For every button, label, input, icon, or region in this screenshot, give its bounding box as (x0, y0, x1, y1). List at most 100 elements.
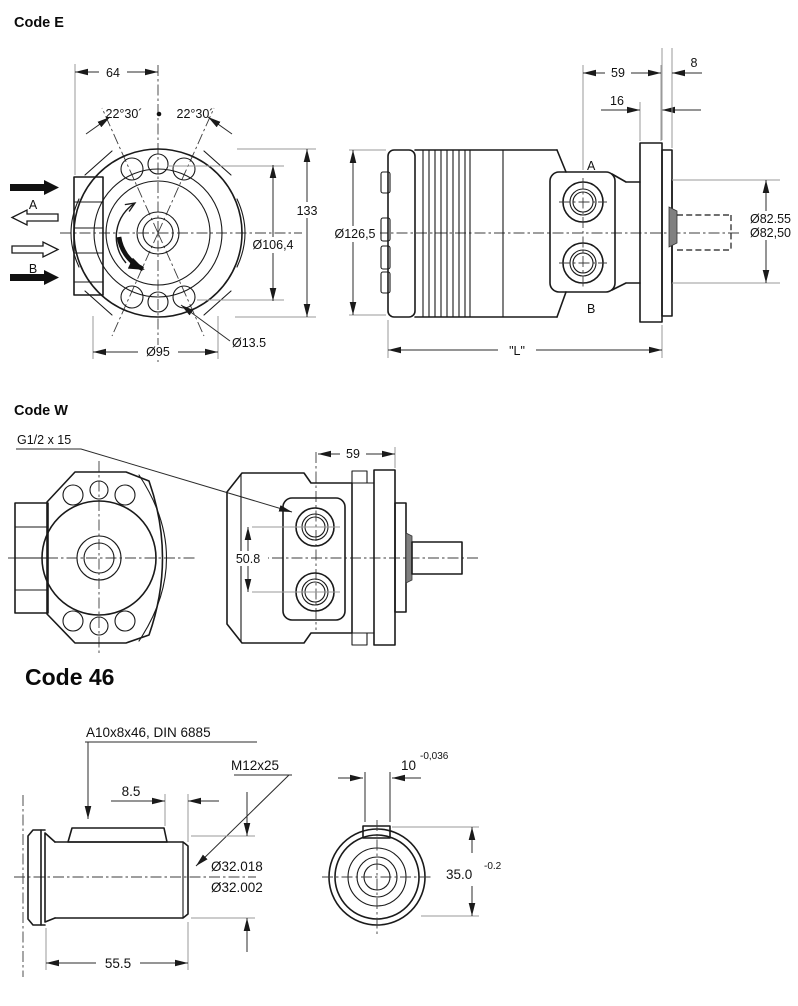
label-bg (96, 955, 140, 971)
key-spec-callout: A10x8x46, DIN 6885 (84, 725, 257, 819)
body-bulge (138, 474, 168, 642)
label-bg (246, 237, 300, 253)
port-b-label: B (29, 262, 37, 276)
ext-line (252, 526, 340, 593)
dim-95-label: Ø95 (146, 345, 170, 359)
port-block (282, 497, 346, 621)
label-bg (99, 65, 127, 79)
ext-line (661, 48, 673, 148)
hidden-shaft (677, 214, 732, 251)
shaft-hub-circle (76, 535, 122, 581)
dim-32-max-label: Ø32.018 (211, 859, 263, 874)
label-bg (340, 447, 366, 461)
neck-tab (351, 470, 368, 484)
shaft-circle (142, 217, 174, 249)
dim-64: 64 (74, 64, 158, 175)
bolt-hole (89, 480, 109, 500)
bolt-hole (120, 285, 144, 309)
cover-tab (380, 171, 391, 194)
dim-50-8: 50.8 (228, 526, 340, 593)
leader-line (195, 774, 290, 867)
dim-flat-height: 35.0 -0.2 (392, 826, 502, 917)
dim-55-5: 55.5 (45, 922, 189, 971)
label-bg (292, 202, 323, 218)
bolt-angle-rays (101, 107, 215, 337)
dim-13-5-label: Ø13.5 (232, 336, 266, 350)
bolt-hole (62, 484, 84, 506)
cover-tab (380, 271, 391, 294)
ext-line (672, 179, 780, 284)
thread-callout: G1/2 x 15 (16, 433, 293, 513)
dim-126-5: Ø126,5 (330, 149, 386, 316)
ext-line (582, 65, 662, 170)
cover-tab (380, 245, 391, 270)
bolt-hole (172, 285, 196, 309)
bolt-hole (172, 157, 196, 181)
dim-angles: 22°30´ 22°30´ (85, 107, 233, 135)
dim-8-label: 8 (691, 56, 698, 70)
leader-line (180, 304, 231, 342)
key-width-label: 10 (401, 758, 416, 773)
dim-l-label: "L" (509, 344, 525, 358)
shaft-side-view: 8.5 Ø32.018 Ø32.002 55.5 (14, 784, 263, 977)
dim-59-label: 59 (611, 66, 625, 80)
dim-82: Ø82.55 Ø82,50 (672, 179, 792, 284)
key-spec-label: A10x8x46, DIN 6885 (86, 725, 211, 740)
shaft-seal (405, 532, 413, 584)
angle-leader (207, 116, 233, 135)
bolt-hole (120, 157, 144, 181)
shaft (411, 541, 463, 575)
port-block (549, 171, 616, 293)
dim-8: 8 (661, 48, 702, 148)
flow-arrow-out-b-icon (10, 270, 59, 285)
code-w-section: Code W G1/2 x 15 (8, 403, 478, 656)
centerline (322, 820, 433, 936)
dim-106-4: Ø106,4 (167, 165, 300, 301)
bolt-hole (114, 484, 136, 506)
thread-label: G1/2 x 15 (17, 433, 71, 447)
dim-length: "L" (387, 320, 663, 358)
ext-line (164, 794, 189, 842)
shaft-body (54, 841, 189, 919)
thread-callout-m12: M12x25 (195, 758, 292, 867)
label-bg (228, 551, 268, 566)
flow-direction-arrows: A B (10, 180, 60, 285)
dim-13-5: Ø13.5 (180, 304, 266, 350)
pilot (394, 502, 407, 613)
label-bg (740, 211, 792, 240)
centerline (233, 452, 478, 630)
neck-lines (351, 482, 375, 634)
label-bg (330, 226, 380, 242)
port-face-block (73, 176, 104, 296)
pilot-circle (105, 180, 211, 286)
flat-height-label: 35.0 (446, 867, 472, 882)
flange-outline (46, 471, 164, 644)
shaft-seal (668, 206, 678, 248)
dim-8-5: 8.5 (111, 784, 219, 842)
angle-right-label: 22°30´ (177, 107, 214, 121)
dim-55-5-label: 55.5 (105, 956, 131, 971)
code-e-front-view: A B 64 22°30´ 22°30´ (10, 64, 323, 362)
bolt-hole (89, 616, 109, 636)
bolt-hole (147, 153, 169, 175)
shaft-circle (83, 542, 115, 574)
shaft-key (67, 827, 168, 843)
pilot-circle (41, 500, 157, 616)
shaft-end-view: 10 -0,036 35.0 -0.2 (322, 751, 502, 936)
port-centerlines (559, 178, 607, 287)
leader-line (84, 741, 257, 819)
dim-95: Ø95 (92, 316, 219, 360)
ext-line (364, 772, 391, 822)
dim-133: 133 (235, 148, 323, 318)
flow-arrow-in-b-icon (11, 240, 60, 259)
dim-59-w: 59 (318, 447, 396, 468)
port-a-label: A (587, 159, 596, 173)
bolt-hole (147, 291, 169, 313)
centerline (8, 461, 197, 656)
ext-line (392, 826, 479, 917)
bolt-hole (114, 610, 136, 632)
label-bg (498, 343, 536, 358)
collar-face (40, 829, 56, 926)
